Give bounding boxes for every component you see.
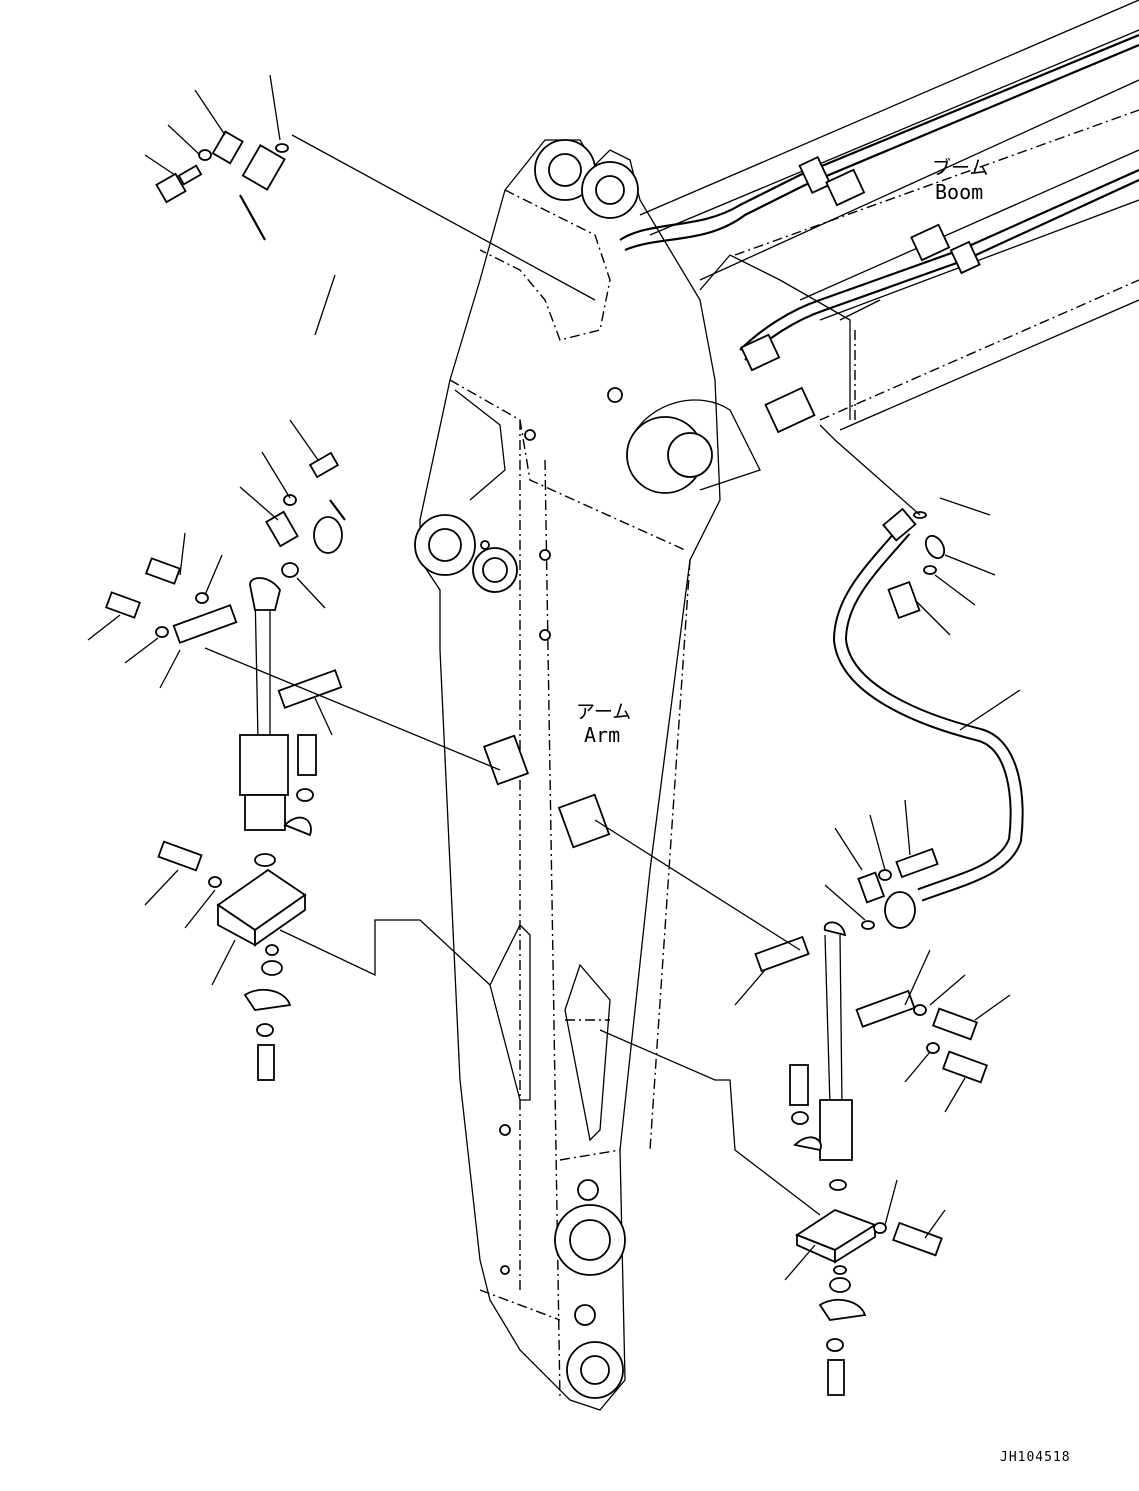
boom-label-en: Boom [935,180,983,204]
leader-lines [87,74,1021,1281]
figure-id: JH104518 [1000,1450,1071,1465]
arm-structure [414,139,721,1411]
boom-structure [619,0,1139,494]
left-hose-assembly [105,130,378,1081]
arm-label-jp: アーム [576,701,631,723]
right-hose-assembly [754,507,1024,1396]
bolt-top-left [155,164,203,204]
arm-label-en: Arm [584,723,620,747]
boom-label-jp: ブーム [932,156,988,179]
